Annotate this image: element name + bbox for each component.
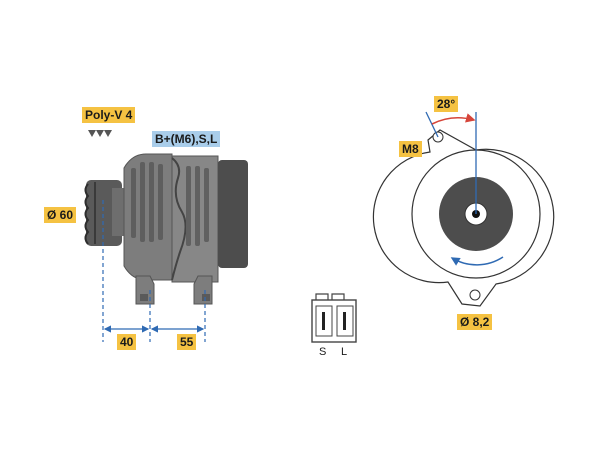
dimension-lines (102, 200, 206, 342)
pin-s-label: S (319, 346, 327, 358)
thread-label: M8 (399, 141, 422, 157)
front-housing (123, 153, 173, 281)
rear-housing (171, 155, 219, 283)
pulley (84, 180, 126, 246)
pin-l-label: L (341, 346, 348, 358)
belt-groove-icon (88, 130, 112, 137)
connector-plug (311, 293, 357, 343)
rear-cover (218, 160, 248, 268)
dimension-a-label: 40 (117, 334, 137, 350)
angle-indicator (425, 111, 477, 214)
rotation-arrow (450, 256, 504, 266)
angle-label: 28° (434, 96, 459, 112)
mounting-feet (135, 275, 213, 305)
dimension-b-label: 55 (177, 334, 197, 350)
pulley-diameter-label: Ø 60 (44, 207, 77, 223)
hole-diameter-label: Ø 8,2 (457, 314, 493, 330)
alternator-side-view (84, 153, 248, 305)
belt-type-label: Poly-V 4 (82, 107, 136, 123)
mount-hole-bottom (469, 289, 481, 301)
terminals-label: B+(M6),S,L (152, 131, 221, 147)
